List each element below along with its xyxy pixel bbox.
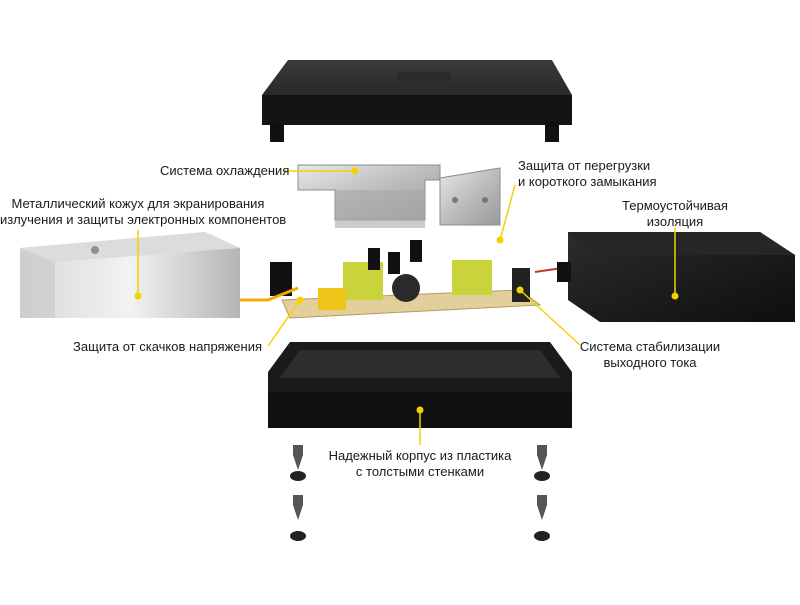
label-current-stabilization: Система стабилизации выходного тока <box>579 339 721 370</box>
callout-line-stabilization <box>519 289 581 346</box>
overload-bracket <box>439 167 501 226</box>
label-thermal-insulation: Термоустойчивая изоляция <box>622 198 728 229</box>
label-plastic-housing: Надежный корпус из пластика с толстыми с… <box>328 448 512 479</box>
screw-icon <box>290 445 306 481</box>
screw-icon <box>290 495 306 541</box>
metal-shield-box <box>20 232 240 318</box>
label-cooling-system: Система охлаждения <box>160 163 290 178</box>
callout-line-overload <box>499 184 516 241</box>
label-surge-protection: Защита от скачков напряжения <box>73 339 262 354</box>
callouts <box>137 170 676 445</box>
label-metal-shield: Металлический кожух для экранирования из… <box>0 196 287 227</box>
label-overload-protection: Защита от перегрузки и короткого замыкан… <box>518 158 657 189</box>
callout-line-surge <box>267 299 301 347</box>
screws <box>290 445 550 541</box>
thermal-insulation-box <box>557 232 795 322</box>
screw-icon <box>534 495 550 541</box>
callout-dots <box>134 167 679 414</box>
heatsink <box>297 164 441 228</box>
screw-icon <box>534 445 550 481</box>
circuit-board <box>240 240 563 319</box>
top-lid <box>262 60 572 142</box>
